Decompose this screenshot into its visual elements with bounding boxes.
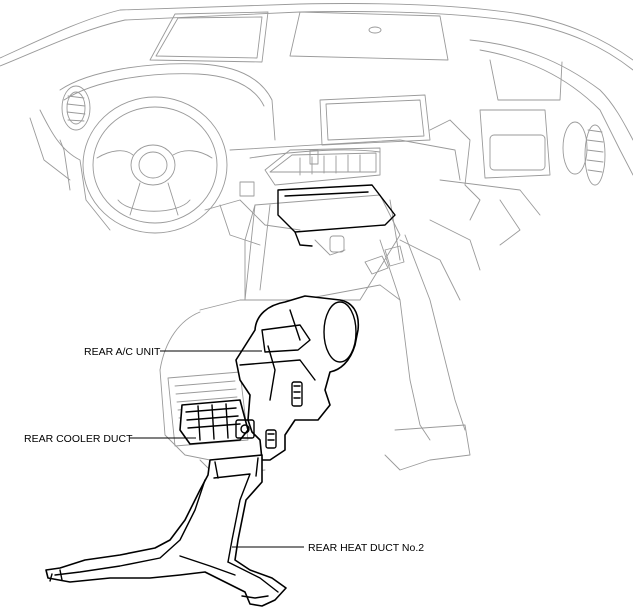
label-rear-heat-duct-no2: REAR HEAT DUCT No.2: [232, 542, 424, 554]
rear-heat-duct-no2-label: REAR HEAT DUCT No.2: [308, 542, 424, 554]
rear-ac-unit: [235, 295, 360, 461]
rear-ac-unit-label: REAR A/C UNIT: [84, 346, 161, 358]
rear-cooler-duct-label: REAR COOLER DUCT: [24, 433, 133, 445]
label-rear-cooler-duct: REAR COOLER DUCT: [24, 433, 196, 445]
rear-cooler-duct: [179, 399, 255, 445]
label-rear-ac-unit: REAR A/C UNIT: [84, 346, 262, 358]
rear-heat-duct-no2: [45, 454, 287, 607]
upper-duct: [277, 184, 396, 247]
dashboard-outline: [0, 3, 633, 271]
